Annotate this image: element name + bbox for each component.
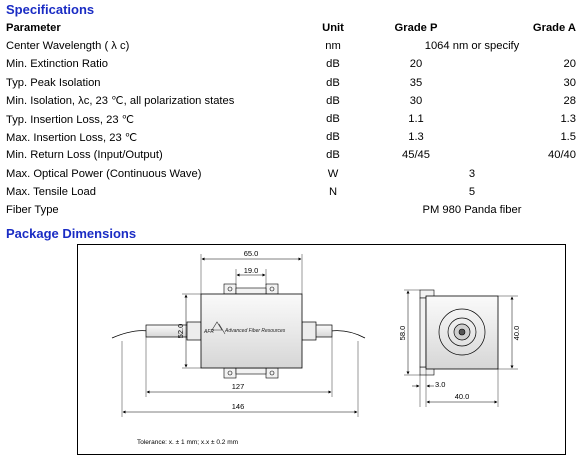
right-collar bbox=[301, 321, 317, 341]
row-grade-p: 45/45 bbox=[402, 149, 430, 162]
end-view-flange bbox=[419, 297, 427, 368]
afr-logo: AFR Advanced Fiber Resources bbox=[203, 321, 286, 335]
afr-logo-icon bbox=[211, 321, 223, 331]
row-grade-p: 35 bbox=[409, 76, 423, 89]
row-parameter: Min. Isolation, λc, 23 ℃, all polarizati… bbox=[6, 95, 235, 108]
package-drawing-svg: AFR Advanced Fiber Resources 65.0 19.0 5… bbox=[111, 249, 521, 446]
dim-40h-label: 40.0 bbox=[455, 392, 470, 401]
screw-hole bbox=[269, 286, 275, 292]
dim-3-label: 3.0 bbox=[435, 380, 445, 389]
package-drawing: AFR Advanced Fiber Resources 65.0 19.0 5… bbox=[77, 244, 566, 455]
isolator-body bbox=[200, 293, 303, 369]
dim-65-label: 65.0 bbox=[244, 249, 259, 258]
bottom-flange bbox=[235, 367, 267, 375]
dim-146-label: 146 bbox=[232, 402, 245, 411]
end-view-ring-middle bbox=[447, 317, 477, 347]
table-row: Fiber Type PM 980 Panda fiber bbox=[6, 201, 576, 219]
end-view-fiber-core bbox=[458, 328, 466, 336]
table-header-row: Parameter Unit Grade P Grade A bbox=[6, 19, 576, 37]
row-parameter: Min. Return Loss (Input/Output) bbox=[6, 149, 163, 162]
row-grade-p: 1.1 bbox=[408, 113, 424, 126]
row-value-both: 5 bbox=[468, 185, 476, 198]
table-row: Center Wavelength ( λ c) nm 1064 nm or s… bbox=[6, 37, 576, 55]
end-view-ring-outer bbox=[438, 308, 486, 356]
dim-52-label: 52.0 bbox=[176, 324, 185, 339]
row-parameter: Max. Tensile Load bbox=[6, 185, 96, 198]
table-row: Min. Extinction Ratio dB 20 20 bbox=[6, 55, 576, 73]
table-row: Max. Optical Power (Continuous Wave) W 3 bbox=[6, 165, 576, 183]
row-grade-a: 1.3 bbox=[560, 113, 576, 126]
row-grade-a: 28 bbox=[563, 94, 576, 107]
top-flange bbox=[235, 287, 267, 295]
row-parameter: Center Wavelength ( λ c) bbox=[6, 40, 130, 53]
row-unit bbox=[298, 201, 368, 219]
header-grade-a: Grade A bbox=[532, 22, 576, 35]
row-unit: dB bbox=[326, 58, 340, 71]
row-grade-p: 20 bbox=[409, 58, 423, 71]
table-row: Min. Isolation, λc, 23 ℃, all polarizati… bbox=[6, 92, 576, 110]
row-parameter: Typ. Peak Isolation bbox=[6, 76, 101, 89]
row-parameter: Max. Insertion Loss, 23 ℃ bbox=[6, 131, 138, 144]
fiber-lines bbox=[111, 330, 366, 339]
row-grade-a: 40/40 bbox=[548, 149, 576, 162]
row-value-both: 1064 nm or specify bbox=[424, 40, 520, 53]
table-row: Max. Tensile Load N 5 bbox=[6, 183, 576, 201]
row-parameter: Min. Extinction Ratio bbox=[6, 58, 108, 71]
bottom-left-tab bbox=[223, 367, 237, 379]
header-parameter: Parameter bbox=[6, 22, 61, 35]
row-parameter: Fiber Type bbox=[6, 203, 59, 216]
dim-19-label: 19.0 bbox=[244, 266, 259, 275]
afr-logo-mark: AFR bbox=[203, 329, 214, 335]
tolerance-note: Tolerance: x. ± 1 mm; x.x ± 0.2 mm bbox=[137, 439, 238, 446]
row-unit: dB bbox=[326, 131, 340, 144]
row-unit: N bbox=[328, 185, 338, 198]
row-value-both: 3 bbox=[468, 167, 476, 180]
specifications-heading: Specifications bbox=[6, 2, 95, 17]
row-unit: W bbox=[327, 167, 339, 180]
table-row: Typ. Insertion Loss, 23 ℃ dB 1.1 1.3 bbox=[6, 110, 576, 128]
left-collar bbox=[186, 321, 202, 341]
row-parameter: Max. Optical Power (Continuous Wave) bbox=[6, 167, 202, 180]
screw-hole bbox=[227, 286, 233, 292]
row-grade-a: 30 bbox=[563, 76, 576, 89]
bottom-right-tab bbox=[265, 367, 279, 379]
row-value-both: PM 980 Panda fiber bbox=[422, 203, 522, 216]
header-grade-p: Grade P bbox=[394, 22, 438, 35]
table-row: Min. Return Loss (Input/Output) dB 45/45… bbox=[6, 146, 576, 164]
top-right-tab bbox=[265, 283, 279, 295]
package-dimensions-heading: Package Dimensions bbox=[6, 226, 137, 241]
dim-127-label: 127 bbox=[232, 382, 245, 391]
row-unit: dB bbox=[326, 113, 340, 126]
row-unit: dB bbox=[326, 149, 340, 162]
table-row: Typ. Peak Isolation dB 35 30 bbox=[6, 74, 576, 92]
row-unit: nm bbox=[325, 40, 341, 53]
screw-hole bbox=[227, 370, 233, 376]
row-unit: dB bbox=[326, 76, 340, 89]
row-grade-p: 30 bbox=[409, 94, 423, 107]
header-unit: Unit bbox=[322, 22, 344, 35]
dim-40v-label: 40.0 bbox=[512, 326, 521, 341]
top-left-tab bbox=[223, 283, 237, 295]
row-grade-a: 20 bbox=[563, 58, 576, 71]
table-row: Max. Insertion Loss, 23 ℃ dB 1.3 1.5 bbox=[6, 128, 576, 146]
row-unit: dB bbox=[326, 94, 340, 107]
dim-58-label: 58.0 bbox=[398, 326, 407, 341]
row-grade-p: 1.3 bbox=[408, 131, 424, 144]
logo-text: Advanced Fiber Resources bbox=[224, 328, 286, 334]
specifications-table: Parameter Unit Grade P Grade A Center Wa… bbox=[6, 19, 576, 219]
row-grade-a: 1.5 bbox=[560, 131, 576, 144]
row-parameter: Typ. Insertion Loss, 23 ℃ bbox=[6, 113, 135, 126]
screw-hole bbox=[269, 370, 275, 376]
